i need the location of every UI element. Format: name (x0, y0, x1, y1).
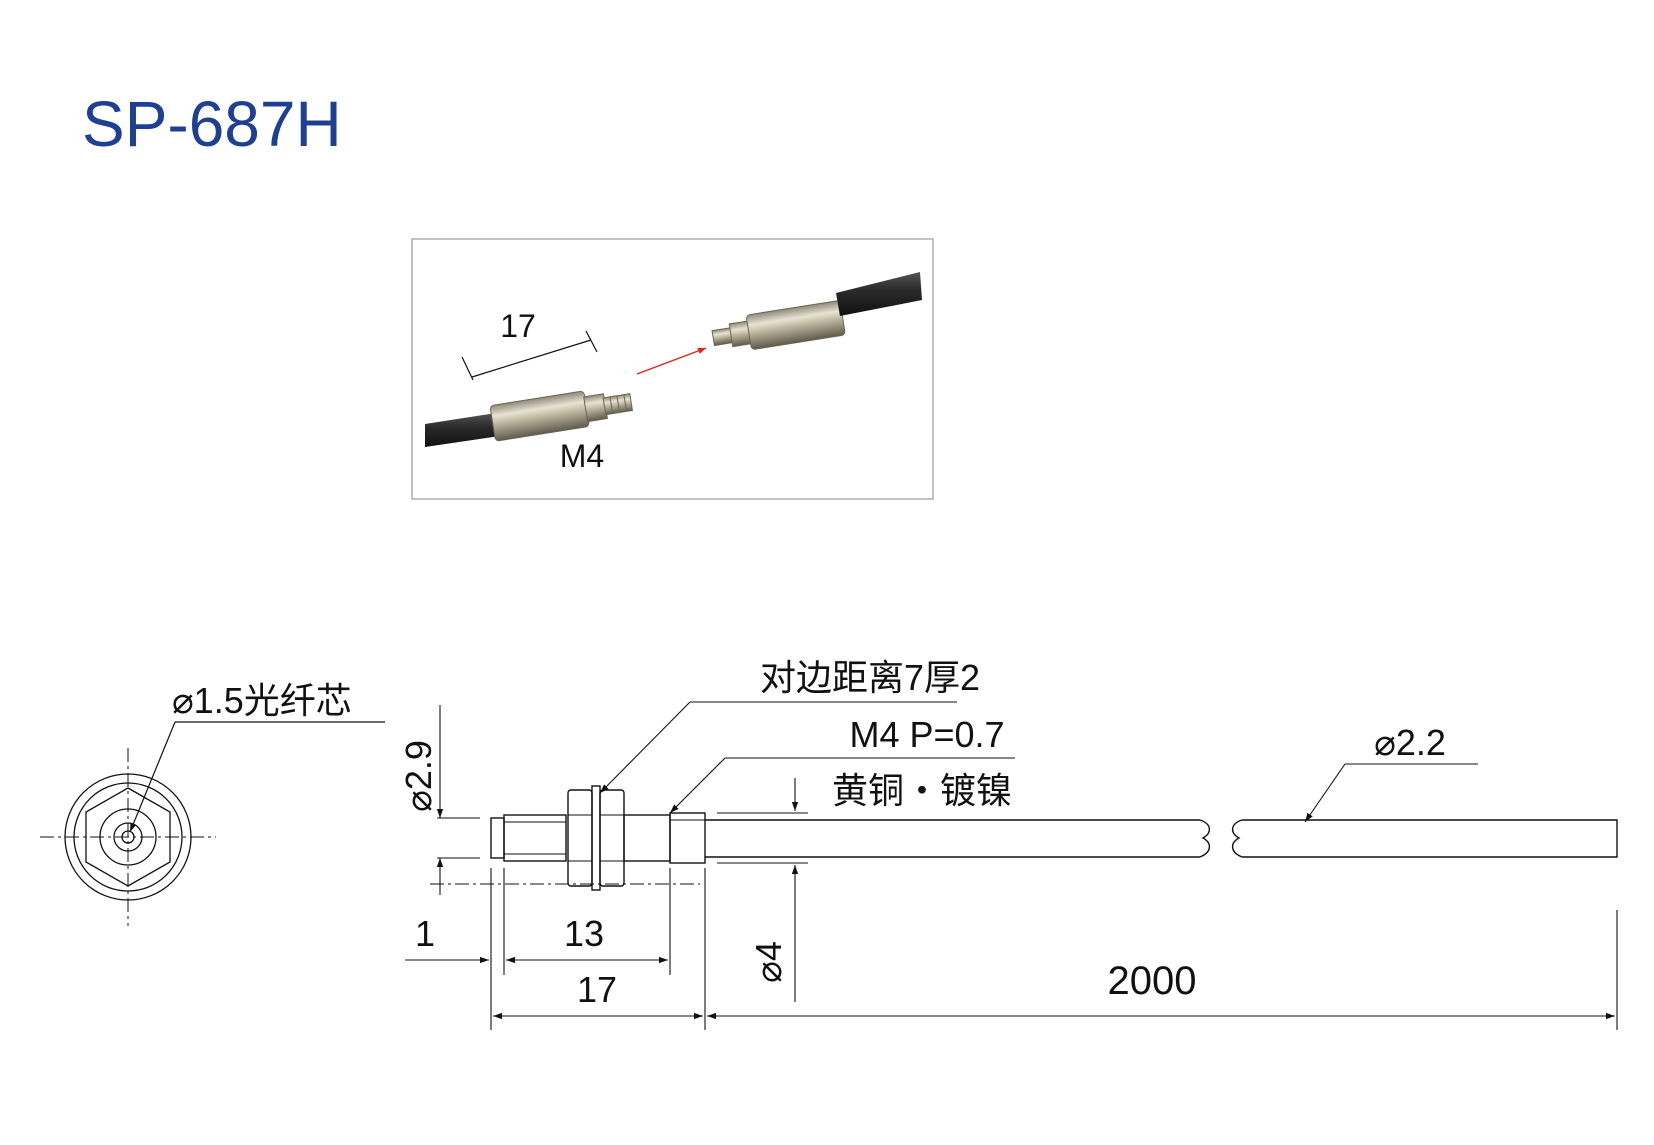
cable-break-left (1199, 819, 1211, 858)
cable-right (1242, 819, 1618, 858)
dim-head-diameter-label: ⌀4 (748, 941, 789, 983)
right-cable (836, 272, 922, 316)
dim-thread-length-label: 13 (564, 913, 604, 954)
nut-label: 对边距离7厚2 (760, 657, 980, 698)
dim-head-length-label: 17 (577, 969, 617, 1010)
dim-cable-length-label: 2000 (1108, 959, 1197, 1003)
end-view-hex-nut (85, 787, 171, 887)
thread-spec-label: M4 P=0.7 (849, 714, 1004, 755)
end-view-core-circle (121, 830, 135, 844)
side-view (430, 785, 1618, 891)
connector-body (669, 812, 706, 864)
washer (591, 785, 601, 891)
end-view-body-circle (99, 808, 157, 866)
hex-nut-left (567, 789, 593, 887)
thread-section (503, 814, 567, 862)
material-label: 黄铜・镀镍 (832, 770, 1012, 811)
product-photo: 17 M4 (411, 238, 934, 500)
cable-left (705, 819, 1200, 858)
right-connector (711, 300, 846, 350)
left-connector (490, 390, 634, 442)
core-label: ⌀1.5光纤芯 (172, 680, 352, 721)
cable-diameter-label: ⌀2.2 (1374, 722, 1446, 763)
photo-length-dimension (461, 330, 598, 381)
hole-diameter-label: ⌀2.9 (398, 740, 439, 812)
photo-length-label: 17 (500, 308, 536, 344)
dim-tip-label: 1 (415, 913, 435, 954)
core-leader (129, 721, 385, 833)
end-view-tip-circle (113, 822, 143, 852)
end-view-outer-circle (64, 773, 192, 901)
left-cable (425, 413, 500, 447)
dimension-lines (405, 701, 1618, 1030)
product-title: SP-687H (82, 88, 342, 160)
fiber-tip (490, 817, 505, 859)
connection-arrow (636, 347, 707, 375)
photo-frame (411, 238, 934, 500)
thread-section-rear (623, 814, 671, 862)
cable-break-right (1231, 819, 1243, 858)
photo-thread-label: M4 (560, 438, 604, 474)
end-view-inner-circle (73, 782, 183, 892)
end-view (40, 748, 216, 926)
hex-nut-right (599, 789, 625, 887)
